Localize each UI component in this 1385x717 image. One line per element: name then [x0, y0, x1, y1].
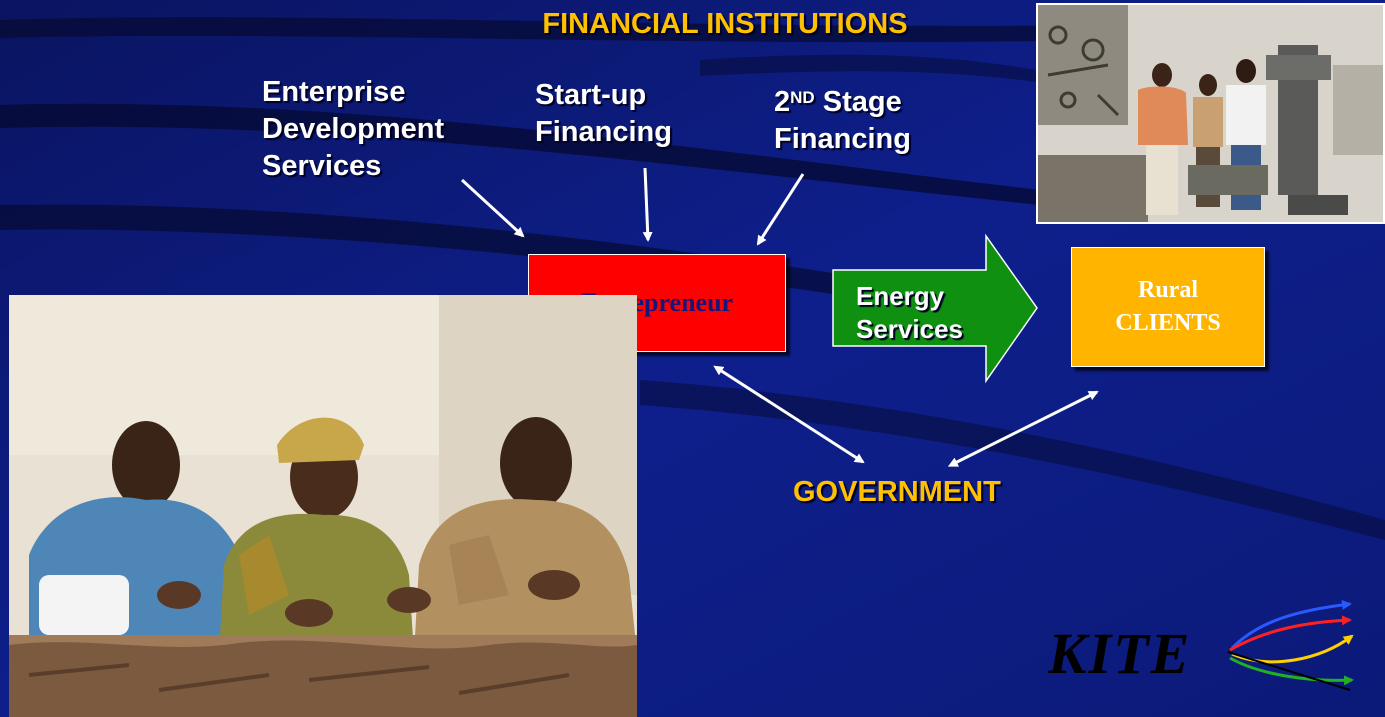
energy-services-arrow: [832, 233, 1038, 384]
second-stage-financing-label: 2ND Stage Financing: [774, 79, 911, 158]
label-line: Services: [856, 314, 963, 344]
label-line: Start-up: [535, 79, 647, 111]
label-line: 2ND Stage: [774, 79, 911, 121]
photo-workers-at-table: [9, 295, 637, 717]
kite-logo-text: KITE: [1048, 621, 1192, 686]
energy-services-label: Energy Services: [856, 280, 963, 346]
arrow-government-rural: [947, 390, 1099, 467]
label-line: Services: [262, 150, 382, 182]
label-line: Financing: [774, 123, 911, 155]
rural-clients-box: Rural CLIENTS: [1071, 247, 1265, 367]
arrow-entrepreneur-government: [713, 365, 865, 464]
label-line: Development: [262, 113, 445, 145]
label-superscript: ND: [790, 88, 815, 107]
arrow-startup-to-entrepreneur: [642, 167, 653, 242]
label-line: Enterprise: [262, 76, 406, 108]
arrow-eds-to-entrepreneur: [460, 178, 525, 238]
arrow-second-stage-to-entrepreneur: [756, 173, 805, 246]
enterprise-development-services-label: Enterprise Development Services: [262, 74, 444, 185]
government-label: GOVERNMENT: [793, 476, 1001, 508]
label-line: Energy: [856, 281, 945, 311]
label-line: Rural: [1138, 277, 1198, 303]
label-word: Stage: [814, 86, 902, 118]
photo-workshop: [1036, 3, 1385, 224]
label-line: CLIENTS: [1115, 310, 1221, 336]
financial-institutions-heading: FINANCIAL INSTITUTIONS: [542, 8, 908, 40]
startup-financing-label: Start-up Financing: [535, 77, 672, 151]
label-line: Financing: [535, 116, 672, 148]
label-number: 2: [774, 86, 791, 118]
